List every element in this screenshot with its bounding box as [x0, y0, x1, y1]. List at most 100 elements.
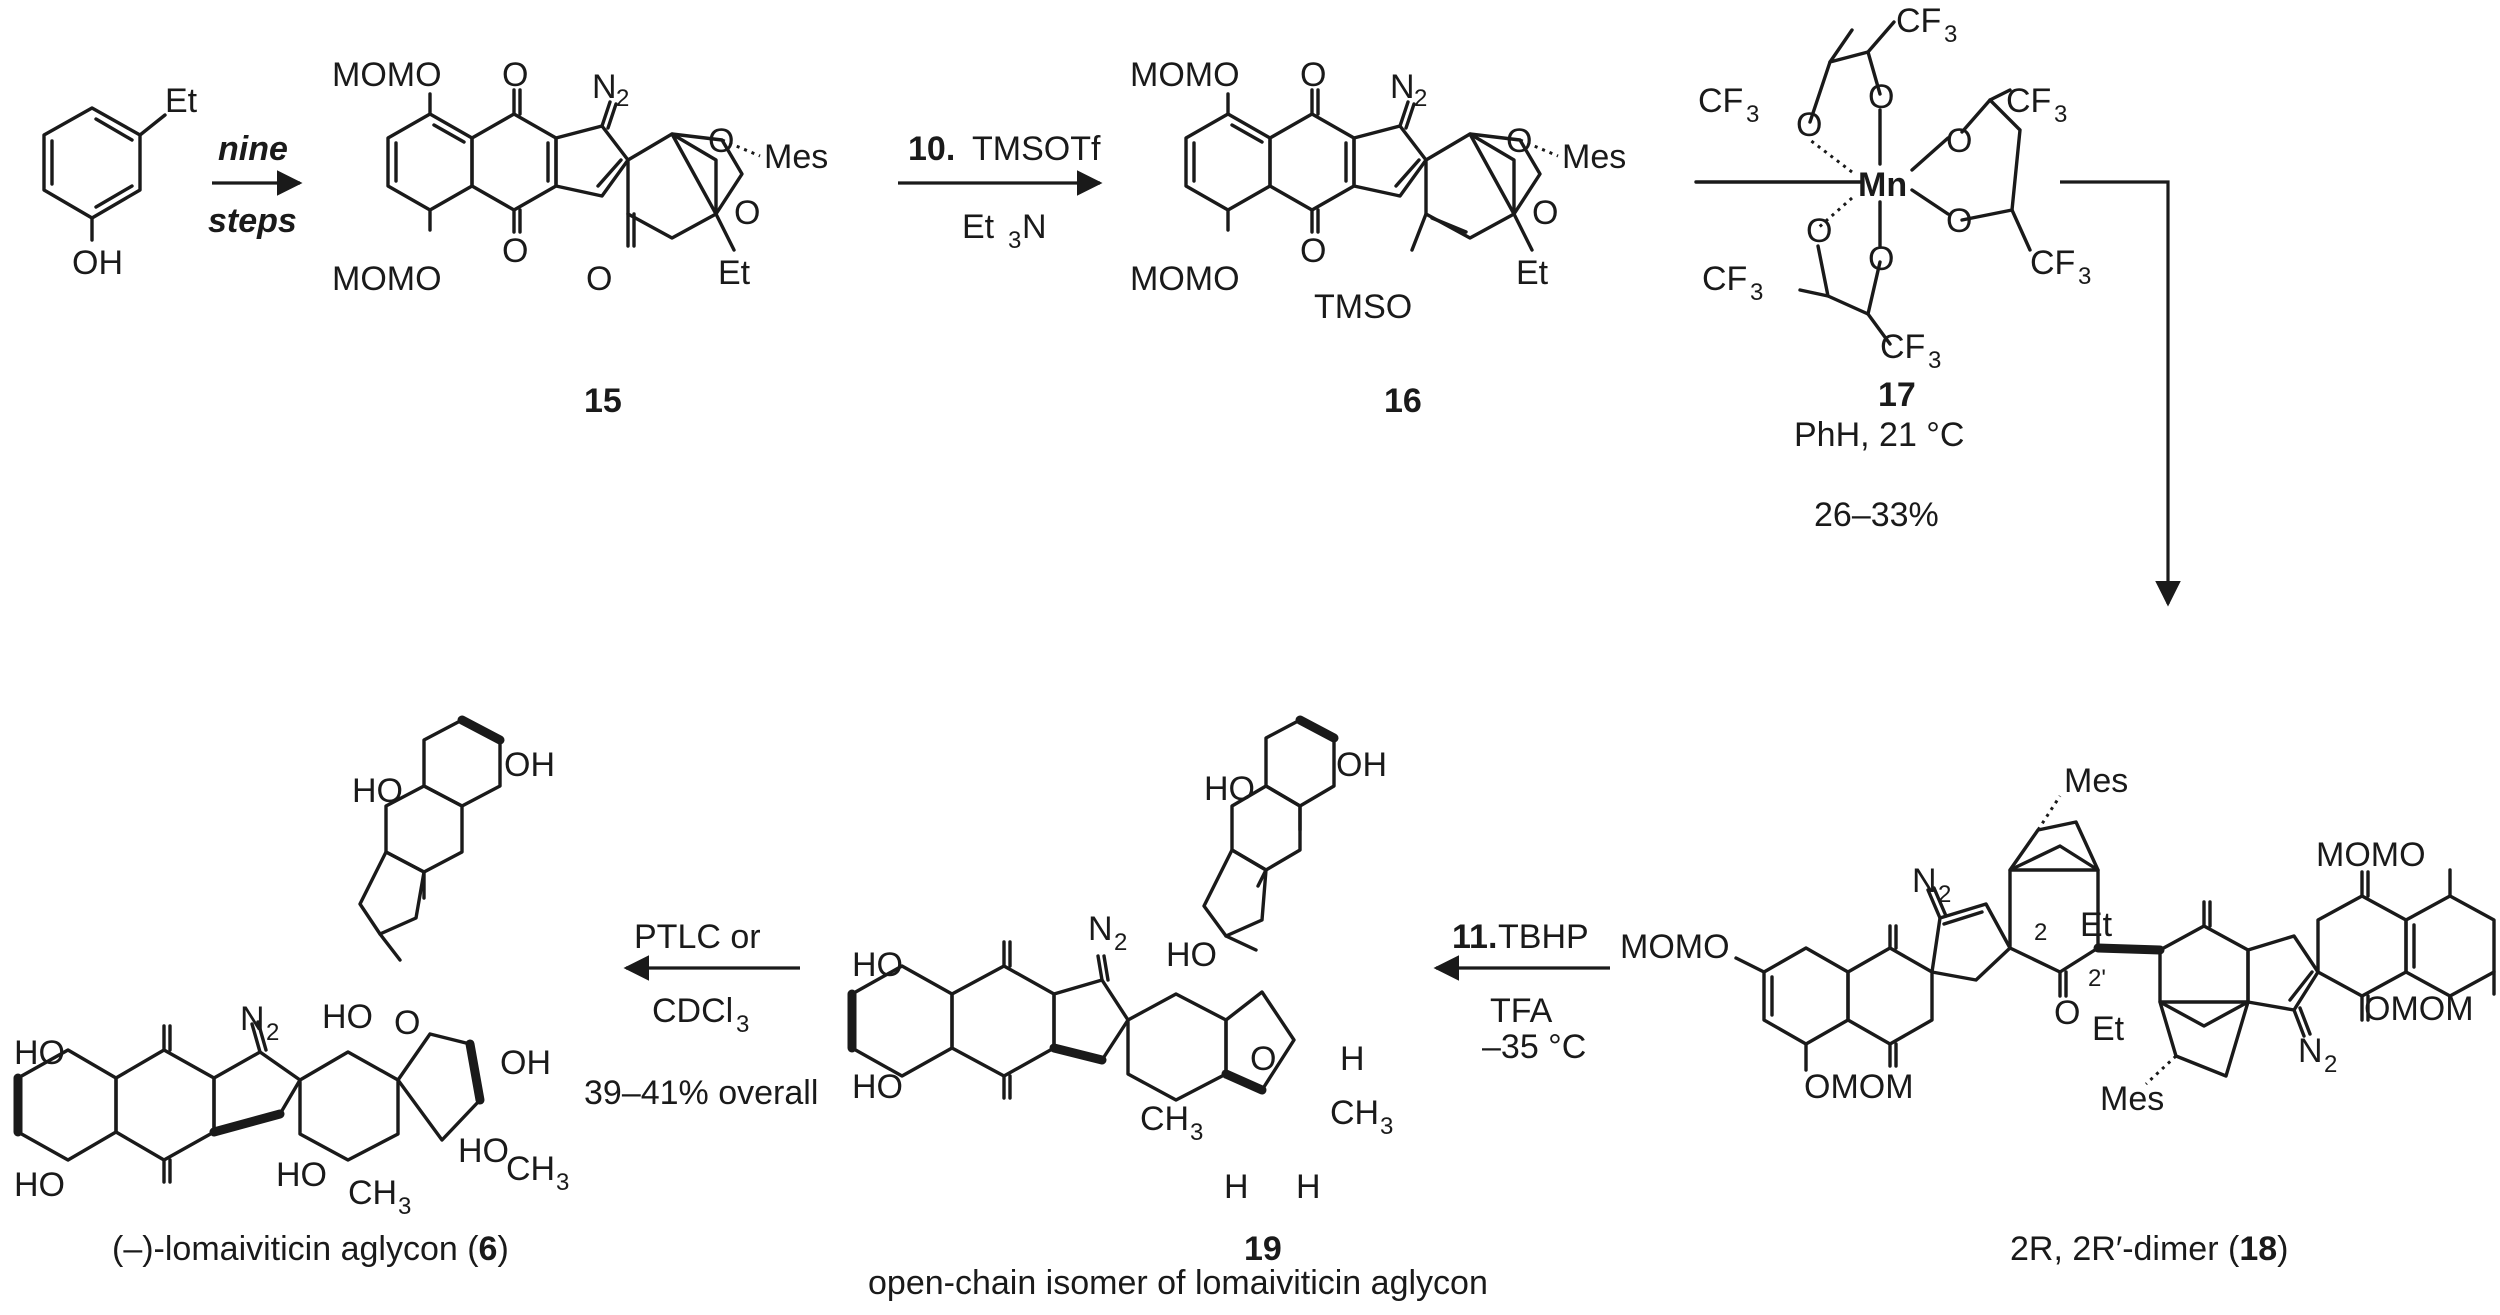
product-6-label-10: OH [500, 1044, 551, 1082]
compound-19-label-15: H [1296, 1168, 1321, 1206]
product-6-caption: (–)-lomaiviticin aglycon (6) [112, 1230, 509, 1268]
step-2-base: Et [962, 208, 995, 246]
product-6-label-8: HO [322, 998, 373, 1036]
compound-16-label-6: 2 [1414, 85, 1427, 112]
compound-19-label-1: HO [1204, 770, 1255, 808]
compound-17-cf3-bottom-sub: 3 [1928, 347, 1941, 374]
compound-17-cf3-top-sub: 3 [1944, 21, 1957, 48]
compound-16-label-4: O [1300, 232, 1326, 270]
compound-17-cf3-left-sub: 3 [1746, 101, 1759, 128]
compound-17-cf3-top: CF [1896, 2, 1941, 40]
product-6-label-7: 2 [266, 1019, 279, 1046]
compound-16-label-7: O [1506, 122, 1532, 160]
compound-19-label-5: N [1088, 910, 1113, 948]
dimer-18-label-3: Mes [2064, 762, 2128, 800]
compound-17-cf3-left-bottom-sub: 3 [1750, 279, 1763, 306]
product-6-label-11: HO [458, 1132, 509, 1170]
compound-15-label-4: O [502, 232, 528, 270]
dimer-18-structure: N 2 Mes MOMO O 2 2' Et Et OMOM Mes N 2 M… [1620, 762, 2496, 1268]
product-6-label-2: OH [504, 746, 555, 784]
compound-17-o-1: O [1868, 78, 1894, 116]
compound-17-conditions: PhH, 21 °C [1794, 416, 1964, 454]
compound-19-label-6: 2 [1114, 929, 1127, 956]
product-6-label-14: CH [506, 1150, 555, 1188]
compound-19-structure: HO OH HO HO N 2 HO O H CH 3 CH 3 H H 19 … [847, 715, 1488, 1302]
start-material-3-ethylphenol: Et OH [42, 82, 198, 282]
product-6-label-12: CH [348, 1174, 397, 1212]
compound-17-cf3-left-bottom: CF [1702, 260, 1747, 298]
step-4-arrow: 11. TBHP TFA –35 °C [1433, 918, 1610, 1066]
dimer-18-label-2: 2 [1938, 881, 1951, 908]
step-5-reagent-bottom-sub: 3 [736, 1011, 749, 1038]
compound-17-o-2: O [1796, 106, 1822, 144]
compound-19-label-8: O [1250, 1040, 1276, 1078]
dimer-18-label-4: MOMO [1620, 928, 1730, 966]
compound-17-cf3-right-top-sub: 3 [2054, 101, 2067, 128]
compound-15-structure: MOMO MOMO O O O N 2 O O Mes Et 15 [332, 56, 828, 420]
compound-17-cf3-left: CF [1698, 82, 1743, 120]
product-6-label-4: HO [14, 1166, 65, 1204]
compound-15-label-5: O [586, 260, 612, 298]
compound-19-label-7: HO [1166, 936, 1217, 974]
compound-16-label-9: Mes [1562, 138, 1626, 176]
compound-17-o-4: O [1946, 202, 1972, 240]
compound-15-label-2: MOMO [332, 260, 442, 298]
compound-16-label-3: O [1300, 56, 1326, 94]
dimer-18-label-11: Mes [2100, 1080, 2164, 1118]
dimer-18-label-8: Et [2080, 906, 2113, 944]
step-5-reagent-top: PTLC or [634, 918, 761, 956]
compound-15-label-11: Et [718, 254, 751, 292]
step-2-reagent: TMSOTf [972, 130, 1101, 168]
compound-17-metal: Mn [1858, 166, 1907, 204]
compound-19-label-12: CH [1330, 1094, 1379, 1132]
compound-19-label-2: OH [1336, 746, 1387, 784]
compound-15-label-7: 2 [616, 85, 629, 112]
step-2-base-tail: N [1022, 208, 1047, 246]
product-6-label-5: HO [276, 1156, 327, 1194]
compound-19-label-10: CH [1140, 1100, 1189, 1138]
compound-19-label-11: 3 [1190, 1119, 1203, 1146]
product-6-label-1: HO [352, 772, 403, 810]
compound-15-label-1: MOMO [332, 56, 442, 94]
step-2-arrow: 10. TMSOTf Et 3 N [898, 130, 1103, 254]
dimer-18-label-5: O [2054, 994, 2080, 1032]
step-5-yield: 39–41% overall [584, 1074, 818, 1112]
compound-19-label-14: H [1224, 1168, 1249, 1206]
compound-17-o-6: O [1868, 240, 1894, 278]
dimer-18-label-12: N [2298, 1032, 2323, 1070]
ethyl-label: Et [165, 82, 198, 120]
compound-15-label-10: Mes [764, 138, 828, 176]
compound-19-label-3: HO [852, 946, 903, 984]
compound-17-cf3-bottom: CF [1880, 328, 1925, 366]
compound-16-label-5: N [1390, 68, 1415, 106]
compound-16-number: 16 [1384, 382, 1422, 420]
dimer-18-label-9: Et [2092, 1010, 2125, 1048]
compound-17-o-3: O [1946, 122, 1972, 160]
dimer-18-label-15: OMOM [2364, 990, 2474, 1028]
dimer-18-label-7: 2' [2088, 965, 2106, 992]
step-1-arrow: nine steps [208, 130, 303, 240]
compound-17-cf3-right-top: CF [2006, 82, 2051, 120]
compound-16-label-1: MOMO [1130, 56, 1240, 94]
compound-15-label-6: N [592, 68, 617, 106]
compound-15-label-9: O [734, 194, 760, 232]
step-1-reagent-top: nine [218, 130, 288, 168]
compound-19-label-13: 3 [1380, 1113, 1393, 1140]
compound-17-o-5: O [1806, 212, 1832, 250]
step-5-reagent-bottom: CDCl [652, 992, 733, 1030]
compound-16-label-2: MOMO [1130, 260, 1240, 298]
compound-16-label-11: TMSO [1314, 288, 1412, 326]
compound-19-label-9: H [1340, 1040, 1365, 1078]
product-6-label-15: 3 [556, 1169, 569, 1196]
product-6-label-13: 3 [398, 1193, 411, 1220]
compound-15-label-8: O [708, 122, 734, 160]
step-4-reagent: TBHP [1498, 918, 1589, 956]
compound-16-label-8: O [1532, 194, 1558, 232]
compound-19-number: 19 [1244, 1230, 1282, 1268]
step-5-arrow: PTLC or CDCl 3 39–41% overall [584, 918, 818, 1112]
step-4-number: 11. [1452, 918, 1497, 956]
compound-19-caption: open-chain isomer of lomaiviticin aglyco… [868, 1264, 1488, 1302]
compound-16-structure: MOMO MOMO O O N 2 O O Mes Et TMSO 16 [1130, 56, 1626, 420]
compound-16-label-10: Et [1516, 254, 1549, 292]
